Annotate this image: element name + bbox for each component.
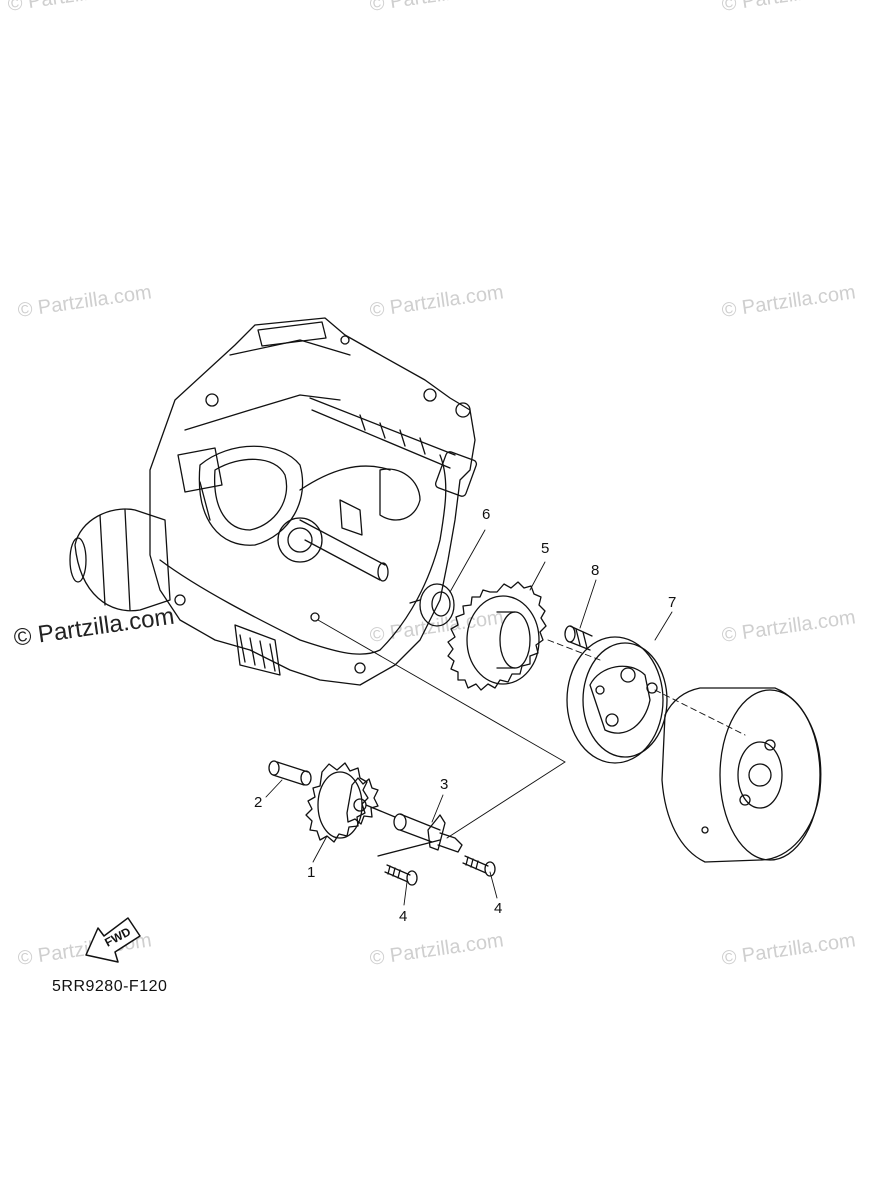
flywheel-rotor [661, 687, 822, 863]
part-8-bolt [564, 625, 593, 651]
part-5-gear [447, 581, 547, 691]
part-1-gear [305, 762, 396, 843]
callout-7: 7 [668, 594, 677, 611]
callout-8: 8 [591, 562, 600, 579]
callout-1: 1 [307, 864, 316, 881]
fwd-arrow-icon [85, 917, 141, 963]
callout-4: 4 [494, 900, 503, 917]
callout-3: 3 [440, 776, 449, 793]
callout-4: 4 [399, 908, 408, 925]
leader-lines [265, 529, 673, 906]
callout-2: 2 [254, 794, 263, 811]
callout-6: 6 [482, 506, 491, 523]
callout-5: 5 [541, 540, 550, 557]
part-2-pin [268, 760, 312, 786]
part-7-starter-clutch [566, 636, 668, 764]
part-6-oil-seal [409, 583, 455, 627]
alignment-lines [317, 619, 746, 839]
crankcase [69, 317, 478, 686]
part-4-screw [462, 855, 496, 877]
diagram-code: 5RR9280-F120 [52, 978, 168, 995]
part-4-screw [384, 864, 418, 886]
part-3-bracket [377, 813, 463, 857]
